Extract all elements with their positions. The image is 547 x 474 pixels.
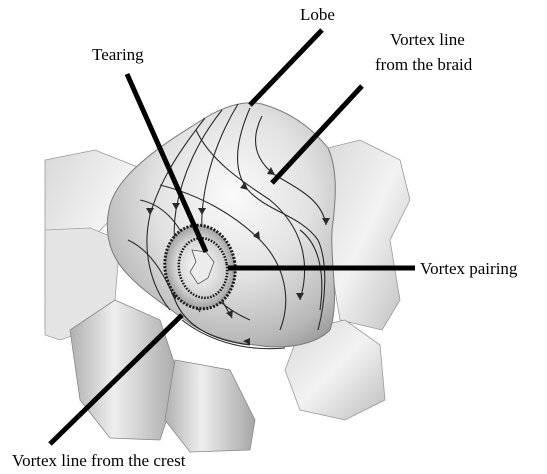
label-vortex-line-crest: Vortex line from the crest <box>12 451 186 470</box>
label-vortex-pairing: Vortex pairing <box>420 259 518 278</box>
label-vortex-line-braid-line2: from the braid <box>375 55 473 74</box>
lobe-surface <box>107 103 335 347</box>
label-tearing: Tearing <box>92 45 144 64</box>
leader-lobe <box>250 30 322 105</box>
lower-center-arm <box>165 360 255 452</box>
label-vortex-line-braid-line1: Vortex line <box>390 30 465 49</box>
label-lobe: Lobe <box>300 5 335 24</box>
